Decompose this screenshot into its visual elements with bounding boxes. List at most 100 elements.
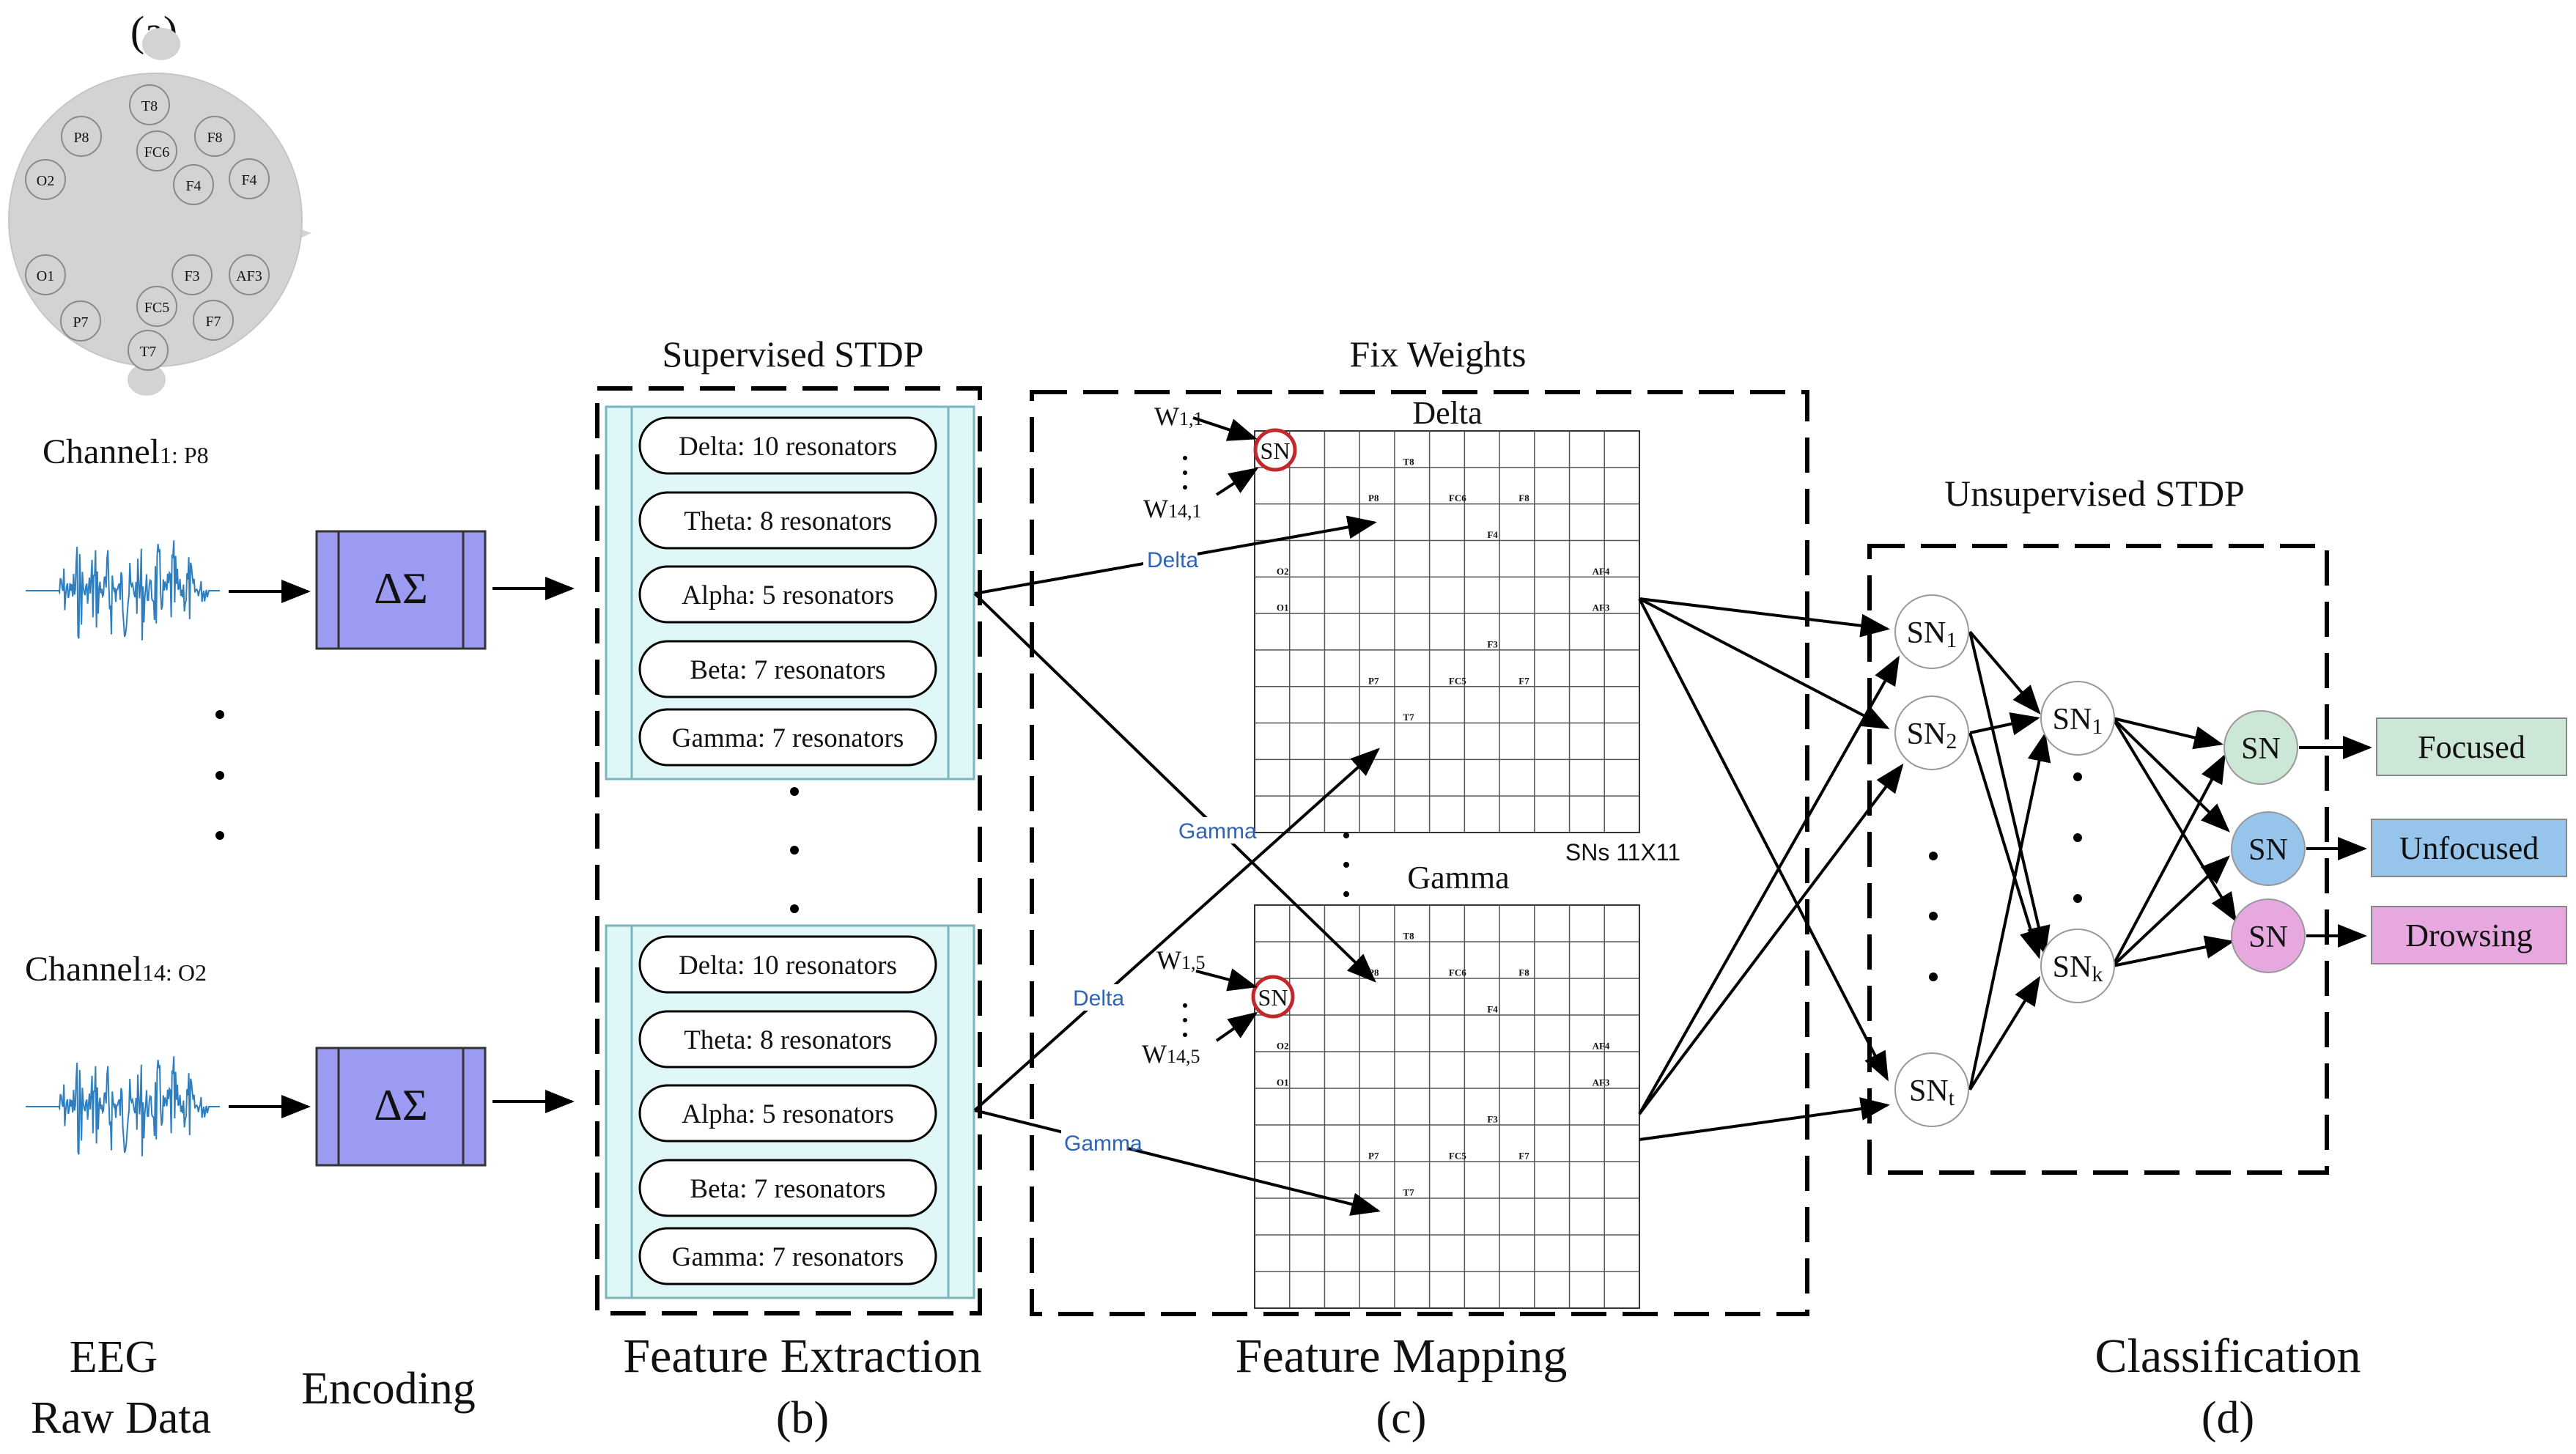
svg-text:AF4: AF4	[1593, 1041, 1610, 1052]
panel-d-label: (d)	[2202, 1393, 2254, 1443]
resonator-band-gamma: Gamma: 7 resonators	[638, 1227, 937, 1285]
resonator-band-alpha: Alpha: 5 resonators	[638, 1084, 937, 1143]
arrow-label-gamma-top: Gamma	[1178, 819, 1257, 844]
resonator-band-alpha: Alpha: 5 resonators	[638, 565, 937, 624]
layer1-to-layer2-arrows	[1968, 630, 2051, 1091]
svg-text:F7: F7	[205, 314, 221, 330]
svg-text:Beta: 7 resonators: Beta: 7 resonators	[690, 1174, 885, 1204]
svg-text:Gamma: 7 resonators: Gamma: 7 resonators	[672, 723, 904, 753]
svg-text:Beta: 7 resonators: Beta: 7 resonators	[690, 655, 885, 685]
svg-text:F3: F3	[1487, 638, 1498, 649]
svg-text:FC5: FC5	[1449, 675, 1466, 686]
electrode-f4: F4	[229, 158, 270, 199]
output-neuron-drowsing: SN	[2231, 898, 2306, 973]
svg-text:F4: F4	[241, 172, 257, 188]
svg-text:Drowsing: Drowsing	[2405, 918, 2533, 953]
electrode-fc5: FC5	[136, 286, 177, 327]
svg-text:AF4: AF4	[1593, 566, 1610, 577]
svg-text:SN1: SN1	[2053, 703, 2103, 739]
resonator-band-delta: Delta: 10 resonators	[638, 935, 937, 994]
raw-data-caption-line2: Raw Data	[31, 1393, 211, 1443]
electrode-f7: F7	[193, 300, 234, 341]
svg-text:F8: F8	[1518, 967, 1529, 978]
layer2-to-output-arrows	[2111, 717, 2237, 967]
svg-text:Unfocused: Unfocused	[2399, 830, 2539, 866]
raw-data-caption-line1: EEG	[70, 1332, 158, 1382]
svg-text:SN2: SN2	[1907, 717, 1957, 753]
output-neuron-focused: SN	[2223, 710, 2298, 785]
svg-text:F4: F4	[1487, 1004, 1498, 1015]
grid-delta-label: Delta	[1412, 395, 1482, 431]
svg-text:T7: T7	[1403, 1187, 1414, 1198]
svg-text:F3: F3	[1487, 1114, 1498, 1125]
svg-text:O2: O2	[1277, 1041, 1289, 1052]
svg-text:P7: P7	[1368, 1151, 1379, 1162]
feature-mapping-caption: Feature Mapping	[1236, 1329, 1568, 1383]
electrode-p7: P7	[60, 300, 101, 342]
svg-text:AF3: AF3	[236, 268, 262, 284]
svg-text:O1: O1	[1277, 1077, 1289, 1088]
sn-marker-gamma	[1251, 975, 1295, 1019]
layer2-neuron-2: SNk	[2040, 929, 2115, 1003]
fix-weights-title: Fix Weights	[1350, 333, 1527, 374]
weight-label-w11: W1,1	[1154, 402, 1203, 431]
classification-caption: Classification	[2095, 1329, 2361, 1383]
svg-text:F4: F4	[185, 178, 201, 194]
svg-text:T8: T8	[1403, 931, 1414, 942]
svg-text:AF3: AF3	[1593, 602, 1610, 613]
svg-text:SN: SN	[2248, 833, 2288, 867]
channel-ellipsis-dots	[215, 710, 224, 840]
arrow-delta-to-gamma-grid	[973, 592, 1376, 983]
svg-text:F4: F4	[1487, 529, 1498, 540]
svg-text:T7: T7	[1403, 712, 1414, 723]
svg-text:P8: P8	[73, 130, 89, 146]
svg-text:SN: SN	[2248, 920, 2288, 954]
arrow-gamma-bottom	[974, 1109, 1381, 1216]
electrode-o1: O1	[25, 254, 66, 295]
layer1-neuron-1: SN1	[1894, 594, 1969, 669]
resonator-band-theta: Theta: 8 resonators	[638, 1010, 937, 1069]
resonator-band-theta: Theta: 8 resonators	[638, 491, 937, 550]
svg-text:P7: P7	[73, 314, 88, 331]
class-box-unfocused: Unfocused	[2371, 819, 2567, 877]
svg-text:FC6: FC6	[1449, 967, 1466, 978]
layer2-neuron-1: SN1	[2040, 681, 2115, 756]
encoding-caption: Encoding	[301, 1364, 476, 1414]
encoder-symbol-1: ΔΣ	[374, 564, 428, 613]
resonator-band-beta: Beta: 7 resonators	[638, 1159, 937, 1217]
electrode-t7: T7	[128, 330, 169, 371]
channel1-label: Channel1: P8	[43, 432, 209, 471]
arrow-label-gamma-bottom: Gamma	[1064, 1132, 1143, 1156]
svg-text:Theta: 8 resonators: Theta: 8 resonators	[684, 1025, 892, 1055]
encoder-symbol-14: ΔΣ	[374, 1081, 428, 1129]
svg-text:F8: F8	[207, 130, 222, 146]
arrow-label-delta-top: Delta	[1147, 548, 1198, 572]
svg-text:AF3: AF3	[1593, 1077, 1610, 1088]
electrode-f4: F4	[173, 164, 214, 205]
sn-marker-delta	[1253, 428, 1297, 472]
electrode-t8: T8	[129, 84, 170, 125]
svg-text:O1: O1	[37, 268, 54, 284]
svg-text:SN1: SN1	[1907, 616, 1957, 652]
svg-text:F7: F7	[1518, 1151, 1529, 1162]
svg-text:O2: O2	[1277, 566, 1289, 577]
svg-text:F7: F7	[1518, 675, 1529, 686]
svg-text:FC5: FC5	[144, 300, 169, 316]
grid-gamma-label: Gamma	[1407, 860, 1509, 896]
feature-mapping-dashed-box	[1030, 390, 1809, 1316]
encoder-block-1: ΔΣ	[315, 530, 487, 650]
svg-text:T8: T8	[1403, 456, 1414, 467]
arrow-label-delta-bottom: Delta	[1073, 986, 1124, 1011]
svg-text:T8: T8	[141, 98, 158, 114]
panel-c-label: (c)	[1376, 1393, 1427, 1443]
class-box-drowsing: Drowsing	[2371, 906, 2567, 964]
weight-label-w15: W1,5	[1156, 945, 1205, 975]
electrode-o2: O2	[25, 159, 66, 200]
svg-text:FC6: FC6	[144, 144, 169, 160]
